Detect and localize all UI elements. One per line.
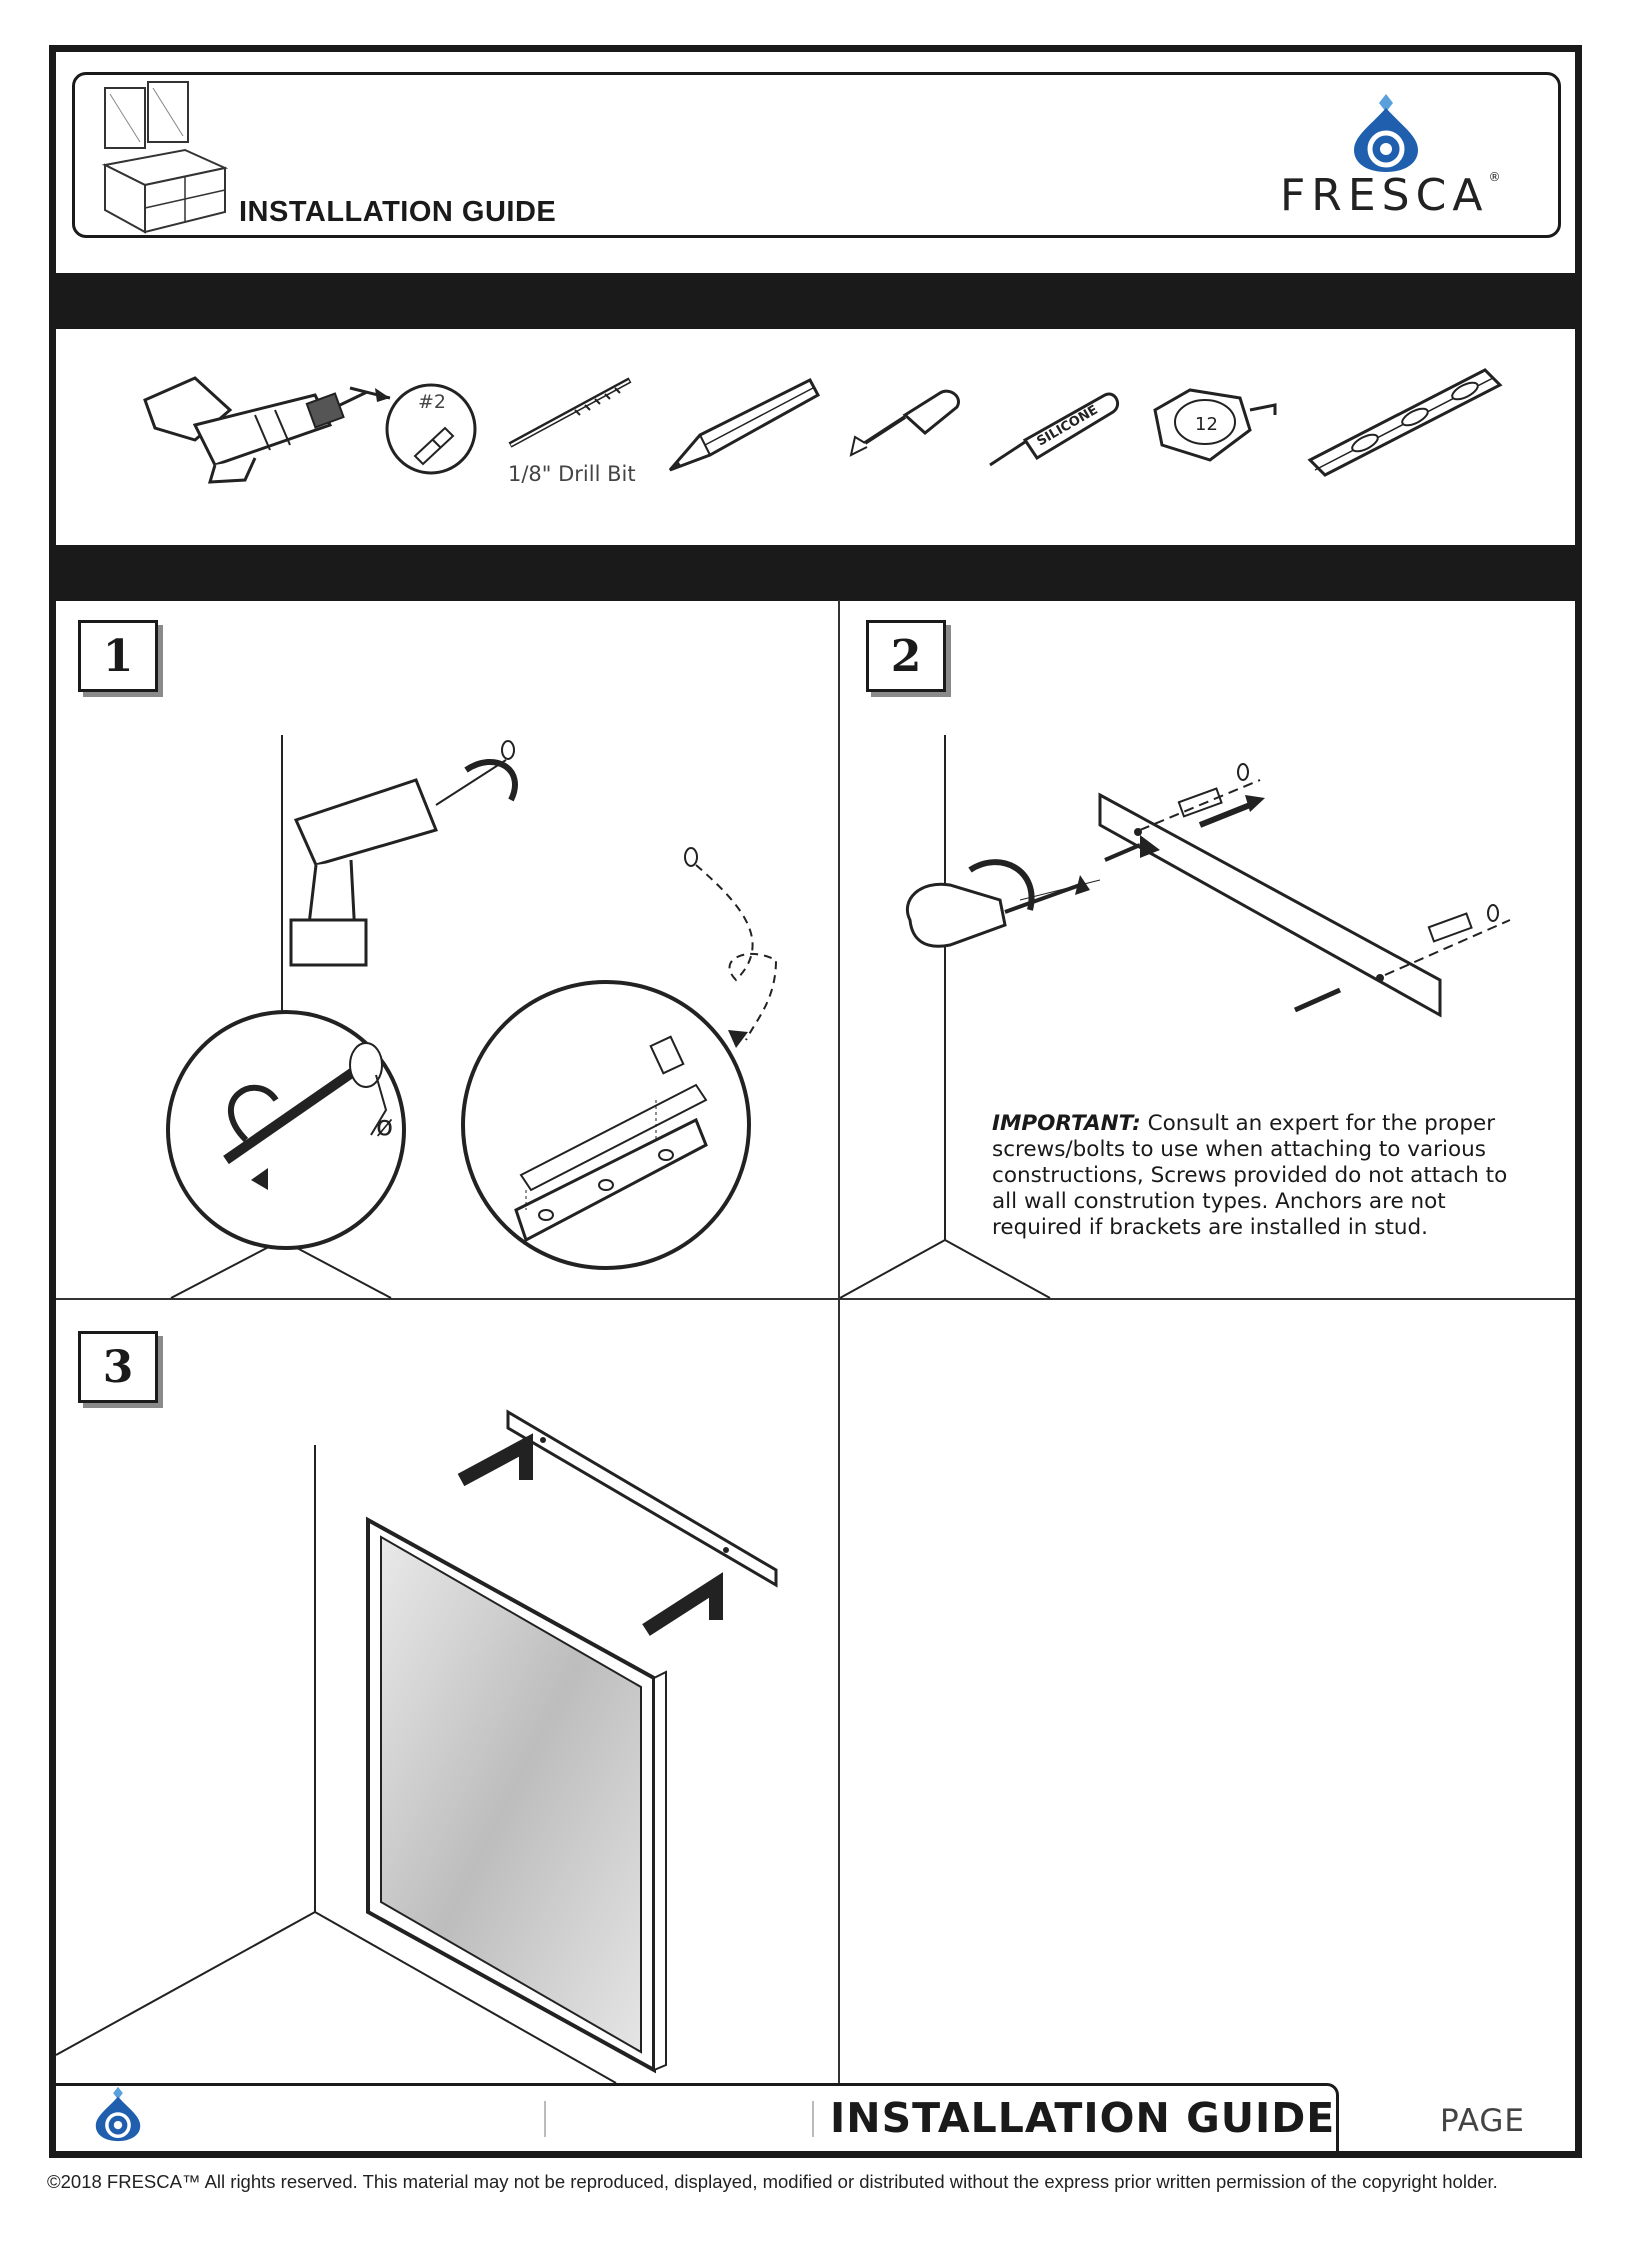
tape-label: 12 (1195, 414, 1218, 435)
footer-divider (544, 2101, 546, 2137)
drill-icon (291, 760, 515, 965)
brand-name: FRESCA® (1280, 170, 1500, 221)
drill-bit-icon (505, 375, 635, 455)
silicone-tube-icon: SILICONE (985, 380, 1125, 470)
footer-title: INSTALLATION GUIDE (830, 2094, 1335, 2142)
phillips-bit-label-holder: #2 (410, 386, 450, 416)
footer-divider (812, 2101, 814, 2137)
tape-measure-icon: 12 (1150, 380, 1280, 470)
step-3-illustration (56, 1300, 838, 2083)
steps-section-bar (56, 545, 1575, 601)
drill-bit-label: 1/8" Drill Bit (508, 462, 636, 486)
important-label: IMPORTANT: (992, 1111, 1141, 1136)
step-1-illustration: ø (56, 600, 838, 1300)
screwdriver-icon (907, 862, 1080, 946)
brand-text: FRESCA (1280, 170, 1488, 221)
screwdriver-icon (845, 385, 965, 465)
phillips-bit-label: #2 (418, 391, 446, 413)
fresca-logo-icon (1350, 92, 1422, 174)
drill-icon (135, 370, 375, 490)
vanity-thumbnail-icon (100, 80, 230, 240)
footer-logo-icon (93, 2085, 143, 2143)
svg-text:ø: ø (376, 1109, 393, 1142)
important-note: IMPORTANT: Consult an expert for the pro… (992, 1111, 1512, 1241)
footer-page-label: PAGE (1440, 2103, 1525, 2139)
pencil-icon (660, 375, 820, 475)
registered-mark: ® (1488, 170, 1500, 184)
page-title: INSTALLATION GUIDE (239, 196, 556, 229)
level-icon (1305, 365, 1505, 485)
tools-section-bar (56, 273, 1575, 329)
copyright-notice: ©2018 FRESCA™ All rights reserved. This … (47, 2171, 1587, 2193)
